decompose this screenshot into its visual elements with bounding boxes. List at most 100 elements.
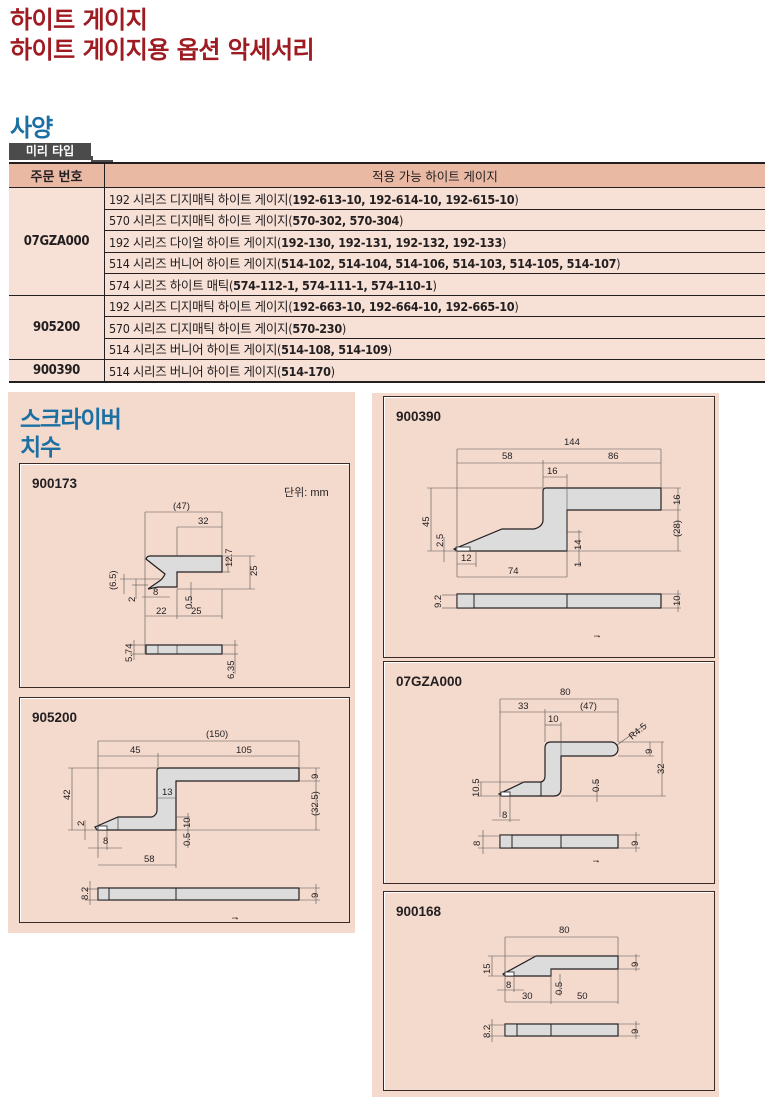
- drawing-900168: 900168 80 15 9 8 0.5: [383, 891, 715, 1091]
- svg-text:(28): (28): [672, 520, 683, 537]
- drawing-code: 900173: [32, 476, 78, 491]
- drawing-code: 900390: [396, 409, 442, 424]
- svg-text:14: 14: [573, 539, 584, 550]
- svg-text:6.35: 6.35: [226, 661, 237, 680]
- type-badge: 미리 타입: [9, 143, 113, 162]
- svg-text:13: 13: [162, 787, 173, 798]
- page-title: 하이트 게이지: [10, 6, 148, 34]
- table-row: 570 시리즈 디지매틱 하이트 게이지(570-302, 570-304): [9, 209, 765, 231]
- svg-text:2: 2: [76, 821, 87, 826]
- svg-text:16: 16: [547, 466, 558, 477]
- svg-text:32: 32: [198, 516, 209, 527]
- svg-text:8.2: 8.2: [80, 887, 91, 900]
- scriber-profile: [145, 555, 223, 590]
- svg-text:8: 8: [103, 836, 108, 847]
- svg-text:144: 144: [564, 437, 580, 448]
- svg-text:74: 74: [508, 566, 519, 577]
- svg-text:(6.5): (6.5): [108, 570, 119, 590]
- type-badge-label: 미리 타입: [9, 143, 91, 160]
- scriber-panel-right: 900390 144 58 86 16 45 2.5: [372, 393, 719, 1097]
- table-row: 514 시리즈 버니어 하이트 게이지(514-108, 514-109): [9, 338, 765, 360]
- svg-text:2.5: 2.5: [435, 534, 446, 547]
- compatible-cell: 574 시리즈 하이트 매틱(574-112-1, 574-111-1, 574…: [104, 273, 765, 296]
- svg-text:9: 9: [310, 774, 321, 779]
- svg-text:0.5: 0.5: [182, 833, 193, 846]
- svg-text:9.2: 9.2: [433, 595, 444, 608]
- svg-text:45: 45: [130, 745, 141, 756]
- scriber-profile: [502, 955, 619, 977]
- scriber-profile: [94, 767, 300, 831]
- drawing-code: 07GZA000: [396, 674, 463, 689]
- svg-text:2: 2: [127, 597, 138, 602]
- svg-text:33: 33: [518, 701, 529, 712]
- svg-text:15: 15: [482, 963, 493, 974]
- drawing-07GZA000: 07GZA000 80 33 (47) 10 R4.5 9: [383, 661, 715, 884]
- compatible-cell: 514 시리즈 버니어 하이트 게이지(514-108, 514-109): [104, 338, 765, 360]
- compatible-cell: 514 시리즈 버니어 하이트 게이지(514-102, 514-104, 51…: [104, 252, 765, 274]
- dimensions-section-title: 치수: [20, 435, 61, 461]
- order-code-cell: 900390: [9, 359, 105, 382]
- svg-text:8.2: 8.2: [482, 1025, 493, 1038]
- svg-text:8: 8: [472, 841, 483, 846]
- svg-text:58: 58: [502, 451, 513, 462]
- table-row: 900390 514 시리즈 버니어 하이트 게이지(514-170): [9, 359, 765, 382]
- svg-text:0.5: 0.5: [554, 982, 565, 995]
- svg-text:9: 9: [630, 841, 641, 846]
- svg-text:9: 9: [630, 1029, 641, 1034]
- drawing-code: 900168: [396, 904, 442, 919]
- mark-glyph: f: [592, 635, 601, 638]
- compatible-cell: 192 시리즈 디지매틱 하이트 게이지(192-613-10, 192-614…: [104, 187, 765, 210]
- mark-glyph: f: [230, 917, 239, 920]
- svg-text:0.5: 0.5: [591, 779, 602, 792]
- scriber-section-title: 스크라이버: [20, 407, 122, 433]
- compatible-cell: 192 시리즈 디지매틱 하이트 게이지(192-663-10, 192-664…: [104, 295, 765, 317]
- table-row: 514 시리즈 버니어 하이트 게이지(514-102, 514-104, 51…: [9, 252, 765, 274]
- svg-text:(32.5): (32.5): [310, 791, 321, 816]
- svg-text:22: 22: [156, 606, 167, 617]
- table-row: 192 시리즈 다이얼 하이트 게이지(192-130, 192-131, 19…: [9, 230, 765, 253]
- order-code-cell: 07GZA000: [9, 187, 105, 296]
- svg-text:10: 10: [672, 595, 683, 606]
- side-view: [504, 1023, 619, 1037]
- svg-text:8: 8: [502, 810, 507, 821]
- drawing-code: 905200: [32, 710, 78, 725]
- unit-label: 단위: mm: [284, 487, 329, 499]
- compatible-cell: 514 시리즈 버니어 하이트 게이지(514-170): [104, 359, 765, 382]
- compatible-cell: 570 시리즈 디지매틱 하이트 게이지(570-302, 570-304): [104, 209, 765, 231]
- svg-text:(47): (47): [173, 501, 190, 512]
- table-row: 905200 192 시리즈 디지매틱 하이트 게이지(192-663-10, …: [9, 295, 765, 360]
- svg-text:12: 12: [461, 553, 472, 564]
- svg-text:12.7: 12.7: [224, 549, 235, 568]
- svg-text:(150): (150): [206, 729, 228, 740]
- svg-text:1: 1: [573, 562, 584, 567]
- svg-text:58: 58: [144, 854, 155, 865]
- svg-text:25: 25: [249, 565, 260, 576]
- svg-text:9: 9: [630, 962, 641, 967]
- drawing-900390: 900390 144 58 86 16 45 2.5: [383, 396, 715, 658]
- table-row: 07GZA000 192 시리즈 디지매틱 하이트 게이지(192-613-10…: [9, 187, 765, 296]
- svg-text:9: 9: [644, 749, 655, 754]
- svg-text:8: 8: [506, 980, 511, 991]
- side-view: [145, 644, 223, 655]
- scriber-900173-diagram: (47) 32 12.7 25 (6.5) 2 8 0.5: [108, 501, 260, 680]
- svg-text:42: 42: [62, 789, 73, 800]
- svg-text:9: 9: [310, 893, 321, 898]
- svg-text:80: 80: [560, 687, 571, 698]
- svg-text:32: 32: [656, 763, 667, 774]
- side-view: [499, 834, 619, 849]
- scriber-900390-diagram: 144 58 86 16 45 2.5 16 (28) 14: [421, 437, 683, 638]
- svg-text:80: 80: [559, 925, 570, 936]
- spec-table: 주문 번호 적용 가능 하이트 게이지 07GZA000 192 시리즈 디지매…: [9, 162, 765, 383]
- side-view: [456, 593, 662, 609]
- page-subtitle: 하이트 게이지용 옵션 악세서리: [10, 36, 315, 64]
- spec-section-title: 사양: [10, 114, 53, 142]
- drawing-900173: 900173 단위: mm (47) 32 12.7 25 (6.5): [19, 463, 350, 688]
- scriber-905200-diagram: (150) 45 105 42 2 13 9 (32.5) 10: [62, 729, 321, 920]
- scriber-900168-diagram: 80 15 9 8 0.5 30 50: [482, 925, 641, 1042]
- svg-text:5.74: 5.74: [124, 644, 135, 663]
- table-row: 570 시리즈 디지매틱 하이트 게이지(570-230): [9, 316, 765, 339]
- column-header-compatible-gauges: 적용 가능 하이트 게이지: [104, 163, 765, 188]
- svg-text:105: 105: [236, 745, 252, 756]
- mark-glyph: f: [591, 860, 600, 863]
- column-header-order-no: 주문 번호: [9, 163, 105, 188]
